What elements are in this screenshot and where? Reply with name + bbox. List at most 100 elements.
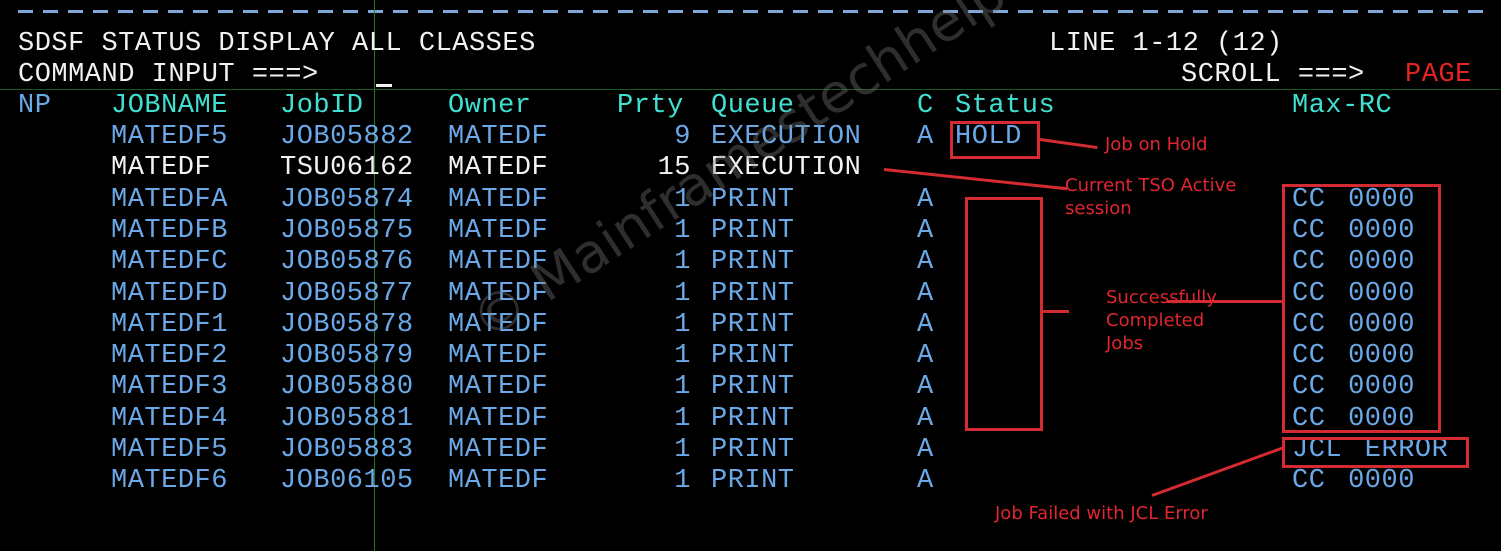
jobname-cell: MATEDF3	[111, 372, 228, 403]
annotation-tso: Current TSO Active session	[1065, 175, 1237, 219]
maxrc-cell: CC 0000	[1292, 278, 1415, 309]
jobid-cell: TSU06162	[280, 153, 414, 184]
prty-cell: 1	[674, 184, 691, 215]
prty-cell: 1	[674, 278, 691, 309]
prty-cell: 1	[674, 372, 691, 403]
jobname-cell: MATEDFC	[111, 247, 228, 278]
maxrc-cell: CC 0000	[1292, 372, 1415, 403]
col-jobname[interactable]: JOBNAME	[111, 91, 228, 121]
success-leader-right	[1167, 300, 1283, 303]
queue-cell: PRINT	[711, 403, 795, 434]
col-class[interactable]: C	[917, 91, 934, 121]
maxrc-cell: CC 0000	[1292, 466, 1415, 497]
jobname-cell: MATEDF6	[111, 466, 228, 497]
queue-cell: PRINT	[711, 341, 795, 372]
queue-cell: PRINT	[711, 215, 795, 246]
queue-cell: PRINT	[711, 184, 795, 215]
command-input[interactable]	[376, 84, 392, 87]
queue-cell: PRINT	[711, 278, 795, 309]
top-separator	[18, 10, 1493, 13]
class-cell: A	[917, 466, 934, 497]
col-owner[interactable]: Owner	[448, 91, 532, 121]
jobid-cell: JOB05876	[280, 247, 414, 278]
prty-cell: 9	[674, 122, 691, 152]
table-row[interactable]: MATEDF6 JOB06105 MATEDF 1 PRINT A CC 0000	[0, 466, 1501, 497]
success-leader-left	[1043, 310, 1069, 313]
class-cell: A	[917, 403, 934, 434]
owner-cell: MATEDF	[448, 215, 549, 246]
jobid-cell: JOB05882	[280, 122, 414, 152]
col-status[interactable]: Status	[955, 91, 1056, 121]
maxrc-cell: CC 0000	[1292, 184, 1415, 215]
col-np: NP	[18, 91, 52, 121]
jobname-cell: MATEDF4	[111, 403, 228, 434]
annotation-jcl: Job Failed with JCL Error	[995, 503, 1208, 524]
prty-cell: 1	[674, 309, 691, 340]
prty-cell: 1	[674, 435, 691, 465]
col-jobid[interactable]: JobID	[280, 91, 364, 121]
owner-cell: MATEDF	[448, 341, 549, 372]
owner-cell: MATEDF	[448, 435, 549, 465]
owner-cell: MATEDF	[448, 466, 549, 497]
jobid-cell: JOB05881	[280, 403, 414, 434]
class-cell: A	[917, 278, 934, 309]
prty-cell: 1	[674, 341, 691, 372]
col-maxrc[interactable]: Max-RC	[1292, 91, 1393, 121]
class-cell: A	[917, 372, 934, 403]
queue-cell: EXECUTION	[711, 122, 862, 152]
class-cell: A	[917, 215, 934, 246]
jobname-cell: MATEDF	[111, 153, 212, 184]
maxrc-cell: CC 0000	[1292, 341, 1415, 372]
jobname-cell: MATEDF1	[111, 309, 228, 340]
owner-cell: MATEDF	[448, 247, 549, 278]
col-prty[interactable]: Prty	[617, 91, 684, 121]
queue-cell: PRINT	[711, 372, 795, 403]
queue-cell: EXECUTION	[711, 153, 862, 184]
cc-highlight-box	[1282, 184, 1441, 433]
prty-cell: 1	[674, 466, 691, 497]
annotation-hold: Job on Hold	[1105, 134, 1208, 155]
maxrc-cell: CC 0000	[1292, 215, 1415, 246]
prty-cell: 1	[674, 247, 691, 278]
col-queue[interactable]: Queue	[711, 91, 795, 121]
maxrc-cell: CC 0000	[1292, 309, 1415, 340]
prty-cell: 1	[674, 215, 691, 246]
queue-cell: PRINT	[711, 466, 795, 497]
owner-cell: MATEDF	[448, 372, 549, 403]
queue-cell: PRINT	[711, 247, 795, 278]
class-cell: A	[917, 341, 934, 372]
crosshair-horizontal	[0, 89, 1501, 90]
jobid-cell: JOB05875	[280, 215, 414, 246]
jobid-cell: JOB05874	[280, 184, 414, 215]
class-cell: A	[917, 435, 934, 465]
scroll-amount[interactable]: PAGE	[1405, 60, 1472, 90]
owner-cell: MATEDF	[448, 278, 549, 309]
jobid-cell: JOB05877	[280, 278, 414, 309]
jobid-cell: JOB05878	[280, 309, 414, 340]
jobid-cell: JOB05879	[280, 341, 414, 372]
class-cell: A	[917, 309, 934, 340]
status-cell: HOLD	[955, 122, 1022, 152]
jobid-cell: JOB05883	[280, 435, 414, 465]
owner-cell: MATEDF	[448, 309, 549, 340]
prty-cell: 1	[674, 403, 691, 434]
line-info: LINE 1-12 (12)	[1049, 29, 1283, 59]
class-cell: A	[917, 247, 934, 278]
command-label: COMMAND INPUT ===>	[18, 60, 319, 90]
class-cell: A	[917, 184, 934, 215]
jobid-cell: JOB06105	[280, 466, 414, 497]
queue-cell: PRINT	[711, 435, 795, 465]
owner-cell: MATEDF	[448, 122, 549, 152]
queue-cell: PRINT	[711, 309, 795, 340]
